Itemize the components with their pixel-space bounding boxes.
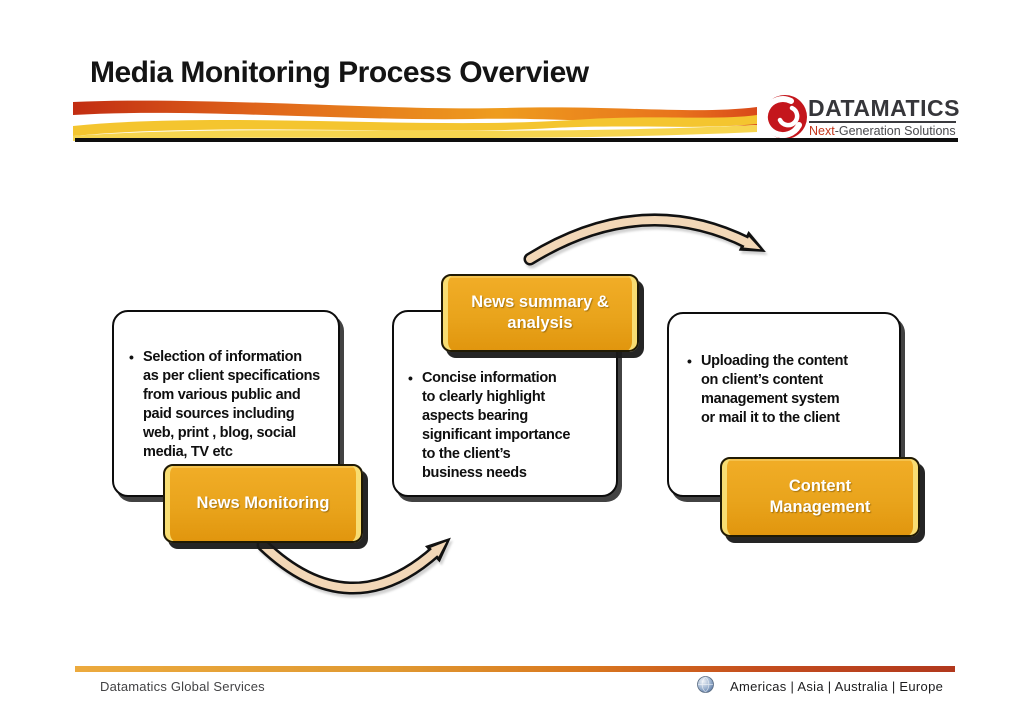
bullet-item: • Concise information to clearly highlig… <box>394 312 616 483</box>
bullet-text: Concise information to clearly highlight… <box>422 370 571 481</box>
datamatics-swirl-icon <box>762 95 807 139</box>
bullet-icon: • <box>129 349 134 365</box>
footer-company: Datamatics Global Services <box>100 679 265 694</box>
footer-regions: Americas | Asia | Australia | Europe <box>730 679 944 694</box>
bullet-icon: • <box>408 370 413 386</box>
step-label-text: Content <box>788 477 852 495</box>
step-label-news-monitoring: News Monitoring <box>163 464 363 543</box>
logo-underline <box>809 121 956 123</box>
bullet-icon: • <box>687 353 692 369</box>
globe-icon <box>697 676 714 693</box>
slide-title: Media Monitoring Process Overview <box>90 56 589 89</box>
ribbon-wave-graphic <box>73 100 757 141</box>
step-label-news-summary: News summary & analysis <box>441 274 639 352</box>
step-label-text: News summary & <box>471 293 609 311</box>
bullet-text: Selection of information as per client s… <box>143 349 320 460</box>
curved-arrow-bottom-icon <box>256 537 451 595</box>
bullet-text: Uploading the content on client’s conten… <box>701 353 848 426</box>
curved-arrow-top-icon <box>523 213 766 266</box>
logo-wordmark: DATAMATICS <box>808 95 960 121</box>
header-rule <box>75 138 958 142</box>
footer-accent-bar <box>75 666 955 672</box>
logo-tagline: Next-Generation Solutions <box>809 124 956 138</box>
step-label-text: analysis <box>507 314 573 332</box>
step-label-content-management: Content Management <box>720 457 920 537</box>
step-label-text: Management <box>769 498 871 516</box>
step-label-text: News Monitoring <box>196 494 330 512</box>
bullet-item: • Selection of information as per client… <box>114 312 338 462</box>
bullet-item: • Uploading the content on client’s cont… <box>669 314 899 428</box>
datamatics-logo: DATAMATICS Next-Generation Solutions <box>758 92 968 140</box>
